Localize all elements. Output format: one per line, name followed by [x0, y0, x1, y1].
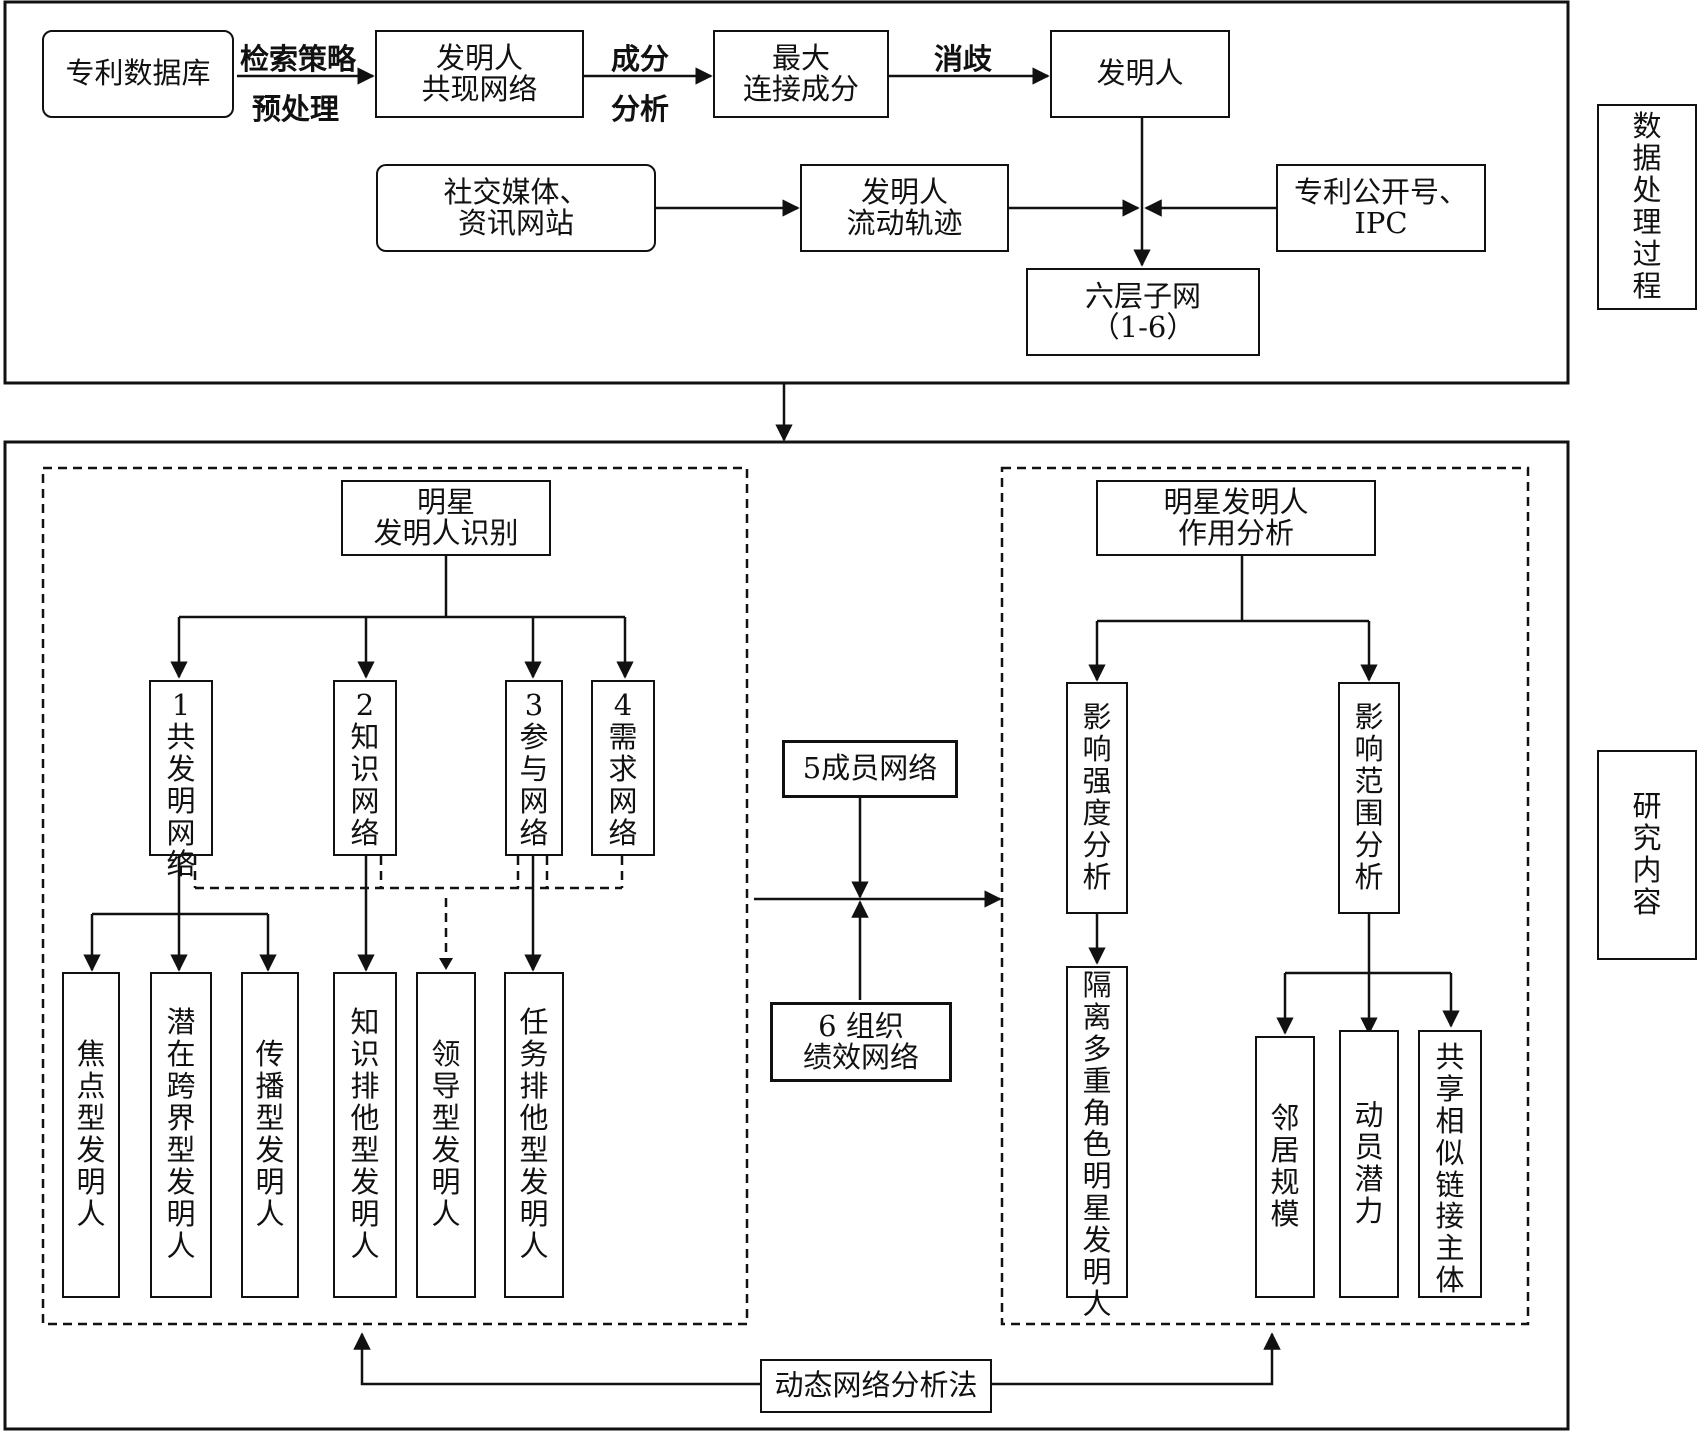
dynamic-network-analysis-node: 动态网络分析法 — [760, 1359, 992, 1413]
influence-scope-analysis-node: 影响范围分析 — [1338, 682, 1400, 914]
social-media-node: 社交媒体、 资讯网站 — [376, 164, 656, 252]
component-label-1: 成分 — [611, 42, 670, 76]
research-frame — [3, 440, 1570, 1431]
patent-publication-node: 专利公开号、 IPC — [1276, 164, 1486, 252]
net-co-invention: 1共发明网络 — [149, 680, 213, 880]
type-leader-inventor: 领导型发明人 — [416, 972, 476, 1298]
left-dashed-panel — [41, 466, 749, 1326]
search-strategy-label: 检索策略 — [240, 42, 357, 76]
inventor-mobility-node: 发明人 流动轨迹 — [800, 164, 1009, 252]
isolate-multi-role-star-inventor-node: 隔离多重角色明星发明人 — [1066, 966, 1128, 1320]
net-knowledge: 2知识网络 — [333, 680, 397, 856]
star-inventor-role-analysis-node: 明星发明人 作用分析 — [1096, 480, 1376, 556]
patent-database-node: 专利数据库 — [42, 30, 234, 118]
neighbor-scale-node: 邻居规模 — [1255, 1036, 1315, 1298]
type-potential-boundary-spanning-inventor: 潜在跨界型发明人 — [150, 972, 212, 1298]
influence-strength-analysis-node: 影响强度分析 — [1066, 682, 1128, 914]
research-side-label: 研究内容 — [1597, 750, 1697, 960]
net-demand: 4需求网络 — [591, 680, 655, 856]
organization-performance-network-node: 6 组织 绩效网络 — [770, 1002, 952, 1082]
star-inventor-identification-node: 明星 发明人识别 — [341, 480, 551, 556]
cooccurrence-network-node: 发明人 共现网络 — [375, 30, 584, 118]
preprocess-label: 预处理 — [252, 92, 340, 126]
net-participation: 3参与网络 — [505, 680, 563, 856]
type-task-exclusive-inventor: 任务排他型发明人 — [504, 972, 564, 1298]
max-component-node: 最大 连接成分 — [713, 30, 889, 118]
shared-similar-link-actor-node: 共享相似链接主体 — [1418, 1030, 1482, 1298]
disambiguation-label: 消歧 — [934, 42, 993, 76]
type-focal-inventor: 焦点型发明人 — [62, 972, 120, 1298]
component-label-2: 分析 — [611, 92, 670, 126]
data-process-side-label: 数据处理过程 — [1597, 104, 1697, 310]
six-layer-subnet-node: 六层子网 （1-6） — [1026, 268, 1260, 356]
inventor-node: 发明人 — [1050, 30, 1230, 118]
right-dashed-panel — [1000, 466, 1530, 1326]
type-knowledge-exclusive-inventor: 知识排他型发明人 — [333, 972, 397, 1298]
type-diffusion-inventor: 传播型发明人 — [241, 972, 299, 1298]
data-process-frame — [3, 0, 1570, 385]
mobilization-potential-node: 动员潜力 — [1339, 1030, 1399, 1298]
member-network-node: 5成员网络 — [782, 740, 958, 798]
